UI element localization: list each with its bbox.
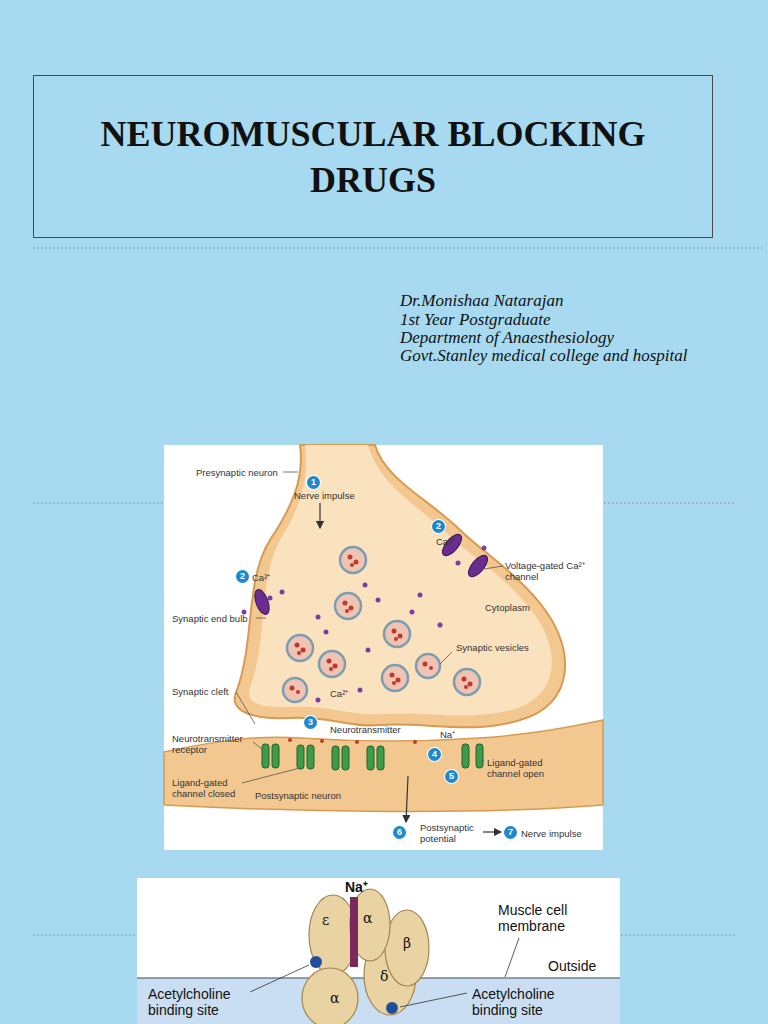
part-label: Postsynaptic neuron: [255, 790, 341, 801]
part-label: Acetylcholine binding site: [472, 986, 582, 1018]
callout-number: 2: [236, 570, 249, 583]
author-line: Govt.Stanley medical college and hospita…: [400, 347, 688, 365]
callout-number: 7: [504, 826, 517, 839]
ion-label: Ca²⁺: [252, 572, 270, 583]
callout-number: 2: [432, 520, 445, 533]
part-label: Neurotransmitter: [330, 724, 401, 735]
ion-label: Na⁺: [345, 879, 368, 895]
ion-label: Ca²⁺: [330, 688, 348, 699]
callout-number: 5: [445, 770, 458, 783]
author-line: Department of Anaesthesiology: [400, 329, 614, 347]
ion-label: Na⁺: [440, 729, 455, 740]
part-label: Nerve impulse: [294, 490, 355, 501]
part-label: Nerve impulse: [521, 828, 582, 839]
part-label: Neurotransmitter receptor: [172, 733, 252, 755]
part-label: Cytoplasm: [485, 602, 530, 613]
part-label: Synaptic cleft: [172, 686, 229, 697]
part-label: Postsynaptic potential: [420, 822, 482, 844]
callout-number: 6: [393, 826, 406, 839]
part-label: Ligand-gated channel closed: [172, 777, 244, 799]
part-label: Muscle cell membrane: [498, 902, 594, 934]
ion-label: Ca²⁺: [436, 536, 454, 547]
part-label: Synaptic vesicles: [456, 642, 529, 653]
callout-number: 4: [428, 748, 441, 761]
subunit-label: α: [363, 910, 372, 926]
acetylcholine-receptor-illustration: [137, 878, 620, 1024]
subunit-label: β: [403, 935, 411, 951]
author-line: Dr.Monishaa Natarajan: [400, 292, 563, 310]
subunit-label: δ: [380, 968, 388, 984]
callout-number: 3: [304, 716, 317, 729]
part-label: Synaptic end bulb: [172, 613, 248, 624]
title-box: NEUROMUSCULAR BLOCKING DRUGS: [33, 75, 713, 238]
part-label: Outside: [548, 958, 596, 974]
part-label: Ligand-gated channel open: [487, 757, 557, 779]
dotted-rule: [33, 248, 765, 935]
title-text: NEUROMUSCULAR BLOCKING DRUGS: [73, 111, 673, 203]
author-line: 1st Year Postgraduate: [400, 311, 551, 329]
subunit-label: α: [330, 990, 339, 1006]
part-label: Presynaptic neuron: [196, 467, 278, 478]
part-label: Voltage-gated Ca²⁺ channel: [505, 560, 599, 582]
part-label: Acetylcholine binding site: [148, 986, 258, 1018]
callout-number: 1: [307, 476, 320, 489]
synapse-illustration: [164, 445, 603, 850]
subunit-label: ε: [322, 912, 329, 928]
